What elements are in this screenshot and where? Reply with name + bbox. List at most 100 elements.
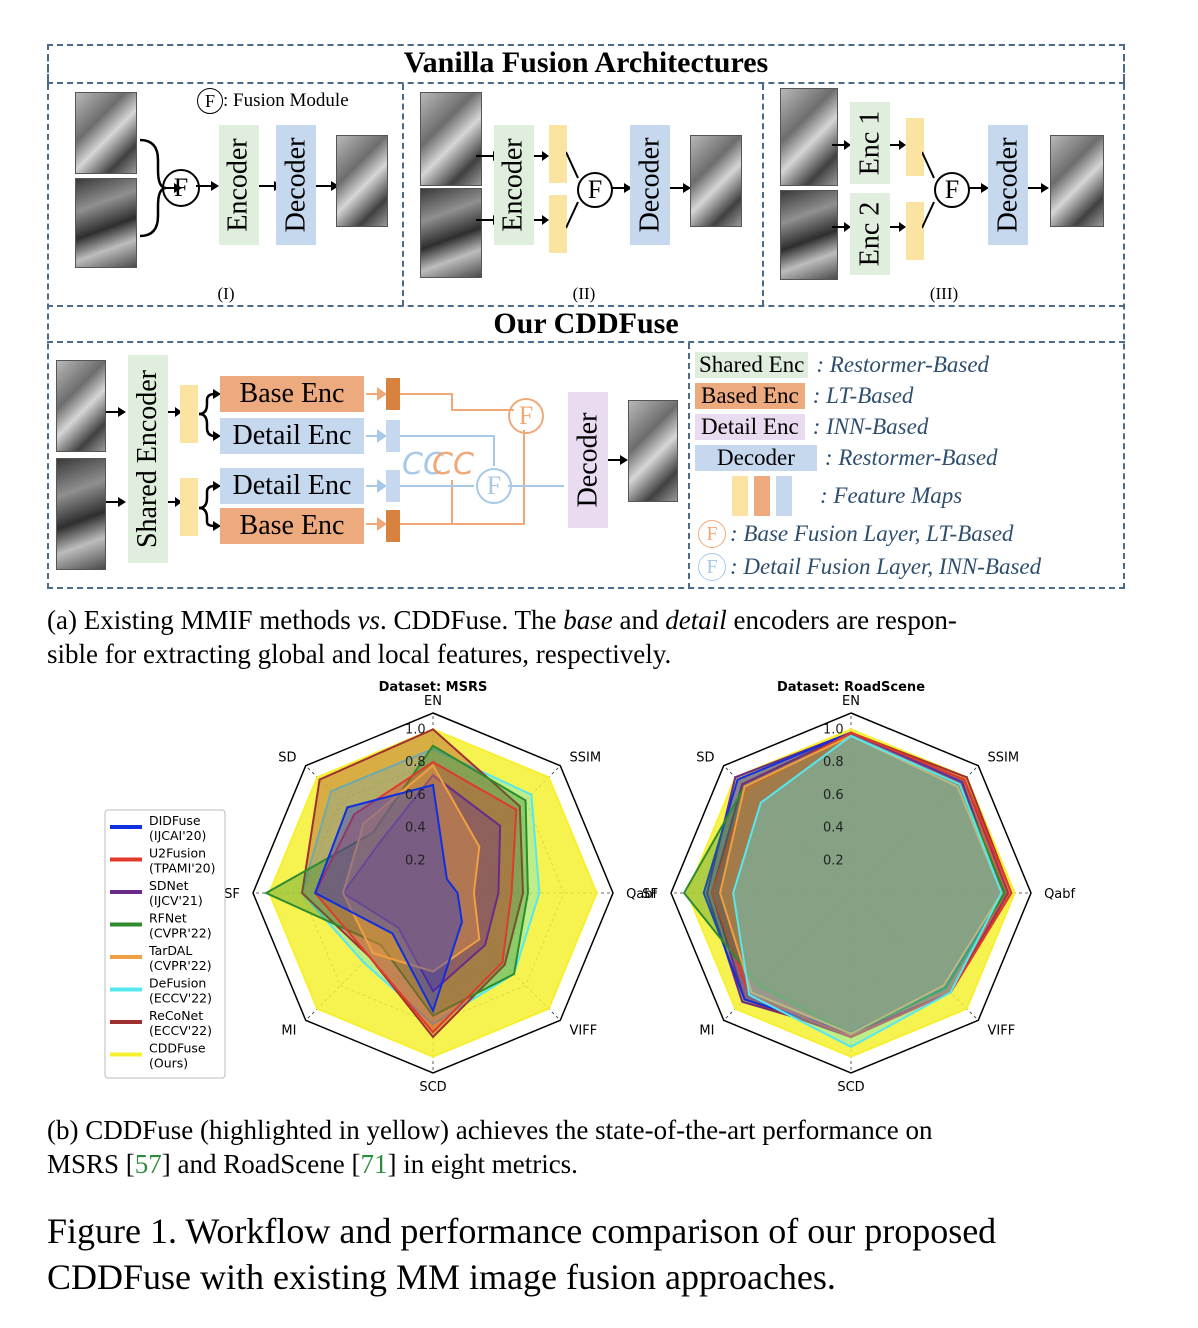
section-divider xyxy=(47,305,1125,307)
arrow xyxy=(608,455,628,465)
detail-enc-block: Detail Enc xyxy=(220,468,364,504)
radial-tick-label: 0.4 xyxy=(823,821,844,836)
legend-shared-enc: Shared Enc: Restormer-Based xyxy=(695,352,989,378)
fused-image xyxy=(628,400,678,502)
decoder-block: Decoder xyxy=(276,125,316,245)
radial-tick-label: 0.8 xyxy=(405,755,426,770)
fusion-module-icon: F xyxy=(934,172,970,208)
legend-label: (CVPR'22) xyxy=(149,958,212,973)
axis-label-scd: SCD xyxy=(837,1080,864,1095)
legend-label: (ECCV'22) xyxy=(149,1023,212,1038)
arrow xyxy=(196,181,219,191)
axis-label-qabf: Qabf xyxy=(626,887,657,902)
arrows xyxy=(566,151,579,229)
caption-a-line1: (a) Existing MMIF methods vs. CDDFuse. T… xyxy=(47,605,957,635)
fused-image xyxy=(690,135,742,227)
bottom-section-title: Our CDDFuse xyxy=(493,307,679,340)
arrow xyxy=(611,183,632,193)
axis-label-mi: MI xyxy=(281,1024,296,1039)
citation-link[interactable]: 71 xyxy=(360,1149,388,1179)
axis-label-viff: VIFF xyxy=(988,1024,1016,1039)
source-image xyxy=(420,188,482,278)
radar-series-sdnet xyxy=(341,773,502,993)
radar-series-defusion xyxy=(300,747,541,1026)
fusion-module-legend: F : Fusion Module xyxy=(197,88,349,114)
radar-series-cddfuse xyxy=(268,728,598,1058)
radar-series-didfuse xyxy=(313,783,463,1014)
legend-label: ReCoNet xyxy=(149,1008,203,1023)
caption-a: (a) Existing MMIF methods vs. CDDFuse. T… xyxy=(47,603,1132,671)
radar-series-rfnet xyxy=(263,744,529,1018)
panel-divider xyxy=(402,84,404,306)
legend-label: DIDFuse xyxy=(149,813,201,828)
arrow xyxy=(968,183,989,193)
encoder-block: Encoder xyxy=(219,125,259,245)
feature-map xyxy=(906,202,924,260)
axis-label-viff: VIFF xyxy=(570,1024,598,1039)
legend-decoder: Decoder: Restormer-Based xyxy=(695,445,998,471)
cddfuse-flow: CC CC xyxy=(366,378,564,542)
fusion-module-icon: F xyxy=(162,169,200,207)
arrow xyxy=(316,181,339,191)
radar-series-cddfuse xyxy=(686,728,1016,1058)
panel-tag: (III) xyxy=(929,284,959,303)
feature-map xyxy=(549,125,567,183)
figure-caption: Figure 1. Workflow and performance compa… xyxy=(47,1208,1147,1300)
chart-title: Dataset: RoadScene xyxy=(777,680,925,695)
legend-detail-fusion: F : Detail Fusion Layer, INN-Based xyxy=(698,553,1041,581)
radial-tick-label: 0.6 xyxy=(405,788,426,803)
bottom-title-band: Our CDDFuse xyxy=(47,307,1125,343)
axis-label-ssim: SSIM xyxy=(570,750,602,765)
legend-label: DeFusion xyxy=(149,976,206,991)
arrow xyxy=(670,183,691,193)
branch-arrows xyxy=(198,389,221,531)
legend-based-enc: Based Enc: LT-Based xyxy=(695,383,913,409)
fused-image xyxy=(336,135,388,227)
radial-tick-label: 1.0 xyxy=(405,722,426,737)
encoder-block: Encoder xyxy=(494,125,534,245)
source-image xyxy=(780,88,838,186)
arrows xyxy=(922,151,935,229)
source-image xyxy=(56,360,106,452)
detail-fusion-layer-icon: F xyxy=(476,468,512,504)
feature-map xyxy=(180,478,198,536)
panel-divider xyxy=(688,343,690,589)
arrows xyxy=(890,140,906,232)
legend-box xyxy=(104,809,226,1079)
arrows xyxy=(534,151,549,225)
legend-label: (IJCV'21) xyxy=(149,893,203,908)
top-title-band: Vanilla Fusion Architectures xyxy=(47,44,1125,84)
detail-enc-block: Detail Enc xyxy=(220,418,364,454)
axis-label-sd: SD xyxy=(278,750,296,765)
decoder-block: Decoder xyxy=(630,125,670,245)
caption-b-line1: (b) CDDFuse (highlighted in yellow) achi… xyxy=(47,1115,933,1145)
source-image xyxy=(75,178,137,268)
enc2-block: Enc 2 xyxy=(850,193,890,275)
radar-frame xyxy=(252,712,614,1074)
legend-label: (TPAMI'20) xyxy=(149,861,216,876)
enc1-block: Enc 1 xyxy=(850,102,890,184)
arrows xyxy=(106,407,126,507)
legend-label: (IJCAI'20) xyxy=(149,828,206,843)
radar-series-defusion xyxy=(732,734,1003,1048)
fusion-symbol: F xyxy=(197,88,223,114)
axis-label-en: EN xyxy=(424,694,442,709)
radial-tick-label: 0.2 xyxy=(823,853,844,868)
legend-label: SDNet xyxy=(149,878,189,893)
svg-text:CC: CC xyxy=(402,447,444,482)
chart-title: Dataset: MSRS xyxy=(379,680,488,695)
citation-link[interactable]: 57 xyxy=(134,1149,162,1179)
legend-label: U2Fusion xyxy=(149,846,206,861)
legend-feature-maps: : Feature Maps xyxy=(732,476,962,516)
panel-tag: (II) xyxy=(572,284,596,303)
radial-tick-label: 0.4 xyxy=(405,821,426,836)
arrow xyxy=(1028,183,1049,193)
radar-frame xyxy=(670,712,1032,1074)
axis-label-sf: SF xyxy=(224,887,240,902)
source-image xyxy=(780,190,838,280)
caption-b-line2: MSRS [57] and RoadScene [71] in eight me… xyxy=(47,1149,578,1179)
fused-image xyxy=(1050,135,1104,227)
arrows xyxy=(832,140,851,232)
axis-label-sf: SF xyxy=(642,887,658,902)
